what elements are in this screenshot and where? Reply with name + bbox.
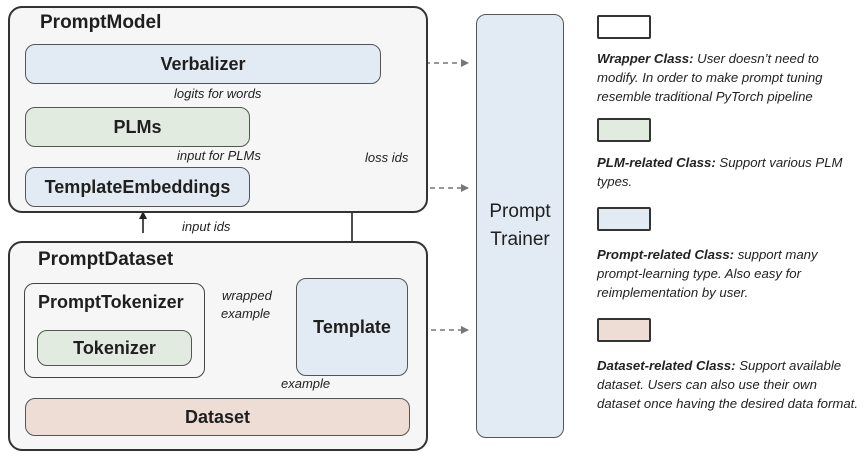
prompt-tokenizer-label: PromptTokenizer: [38, 292, 184, 312]
legend-text-prompt: Prompt-related Class: support many promp…: [597, 245, 859, 302]
loss-ids-label: loss ids: [365, 150, 409, 165]
legend-desc-dataset: Support available dataset. Users can als…: [597, 358, 858, 411]
tokenizer-box: Tokenizer: [37, 330, 192, 366]
prompt-trainer-line2: Trainer: [490, 229, 550, 250]
input-for-plms-label: input for PLMs: [177, 148, 261, 163]
legend-swatch-dataset: [597, 318, 651, 342]
logits-for-words-label: logits for words: [174, 86, 262, 101]
prompt-dataset-title: PromptDataset: [38, 249, 174, 270]
dataset-box: Dataset: [25, 398, 410, 436]
template-box: Template: [296, 278, 408, 376]
legend-name-plm: PLM-related Class:: [597, 155, 716, 170]
wrapped-example-label: example: [221, 306, 271, 321]
example-label: example: [281, 376, 331, 391]
legend-text-plm: PLM-related Class: Support various PLM t…: [597, 153, 847, 191]
prompt-trainer-box: Prompt Trainer: [476, 14, 564, 438]
plms-box: PLMs: [25, 107, 250, 147]
wrapped-label: wrapped: [222, 288, 272, 303]
legend-swatch-plm: [597, 118, 651, 142]
input-ids-label: input ids: [182, 219, 231, 234]
legend-name-dataset: Dataset-related Class:: [597, 358, 736, 373]
legend-swatch-wrapper: [597, 15, 651, 39]
legend-desc-prompt: support many prompt-learning type. Also …: [597, 247, 818, 300]
template-embeddings-box: TemplateEmbeddings: [25, 167, 250, 207]
legend-desc-wrapper: User doesn’t need to modify. In order to…: [597, 51, 823, 104]
verbalizer-box: Verbalizer: [25, 44, 381, 84]
prompt-model-title: PromptModel: [40, 12, 162, 33]
legend-text-wrapper: Wrapper Class: User doesn’t need to modi…: [597, 49, 859, 106]
legend-text-dataset: Dataset-related Class: Support available…: [597, 356, 859, 413]
prompt-trainer-line1: Prompt: [489, 201, 551, 222]
legend-desc-plm: Support various PLM types.: [597, 155, 843, 189]
legend-swatch-prompt: [597, 207, 651, 231]
legend-name-prompt: Prompt-related Class:: [597, 247, 735, 262]
legend-name-wrapper: Wrapper Class:: [597, 51, 694, 66]
